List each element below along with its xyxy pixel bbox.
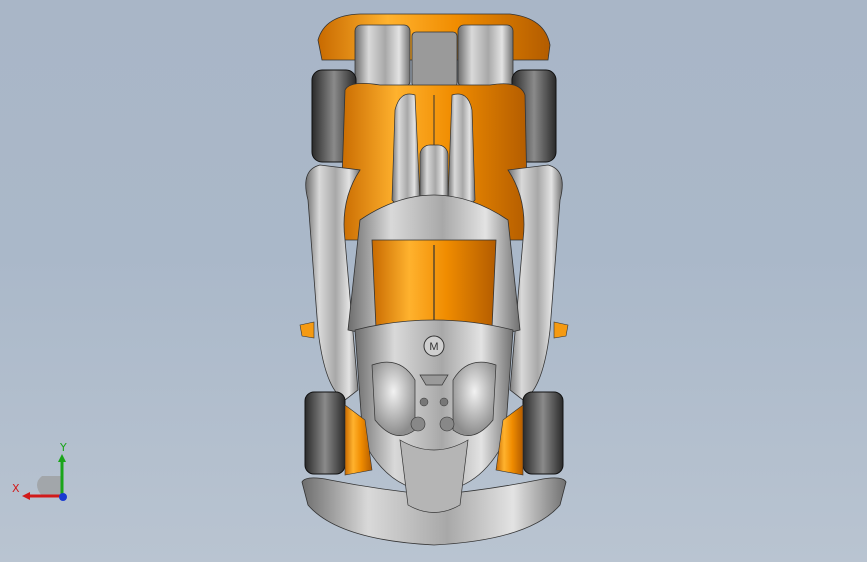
engine-rib-left [391, 93, 421, 208]
front-right-orange-fender [495, 404, 524, 476]
left-mirror [299, 321, 315, 339]
nose-hole-1 [419, 397, 429, 407]
rear-wing-right-block [457, 24, 514, 88]
nose-center-channel [399, 439, 469, 513]
right-mirror [553, 321, 569, 339]
coordinate-triad: X Y [12, 441, 67, 501]
front-right-tire [522, 391, 564, 475]
front-left-tire [304, 391, 346, 475]
triad-y-arrow [58, 454, 66, 462]
rear-wing-left-block [354, 24, 411, 88]
nose-hole-4 [439, 416, 455, 432]
front-left-orange-fender [344, 404, 373, 476]
nose-vent [419, 374, 449, 386]
triad-x-label: X [12, 482, 20, 495]
triad-y-label: Y [59, 441, 67, 454]
rear-wing-center-block [411, 31, 458, 88]
engine-rib-right [447, 93, 476, 208]
triad-xz-plane [37, 476, 62, 496]
triad-x-arrow [22, 492, 30, 500]
emblem-icon [423, 335, 445, 357]
right-side-pod [507, 164, 563, 401]
triad-z-dot [59, 493, 67, 501]
left-side-pod [305, 164, 361, 401]
nose-hole-3 [410, 416, 426, 432]
nose-right-pod [452, 361, 497, 436]
race-car-model[interactable]: M [299, 13, 569, 546]
nose-hole-2 [439, 397, 449, 407]
emblem-letter: M [429, 341, 438, 353]
